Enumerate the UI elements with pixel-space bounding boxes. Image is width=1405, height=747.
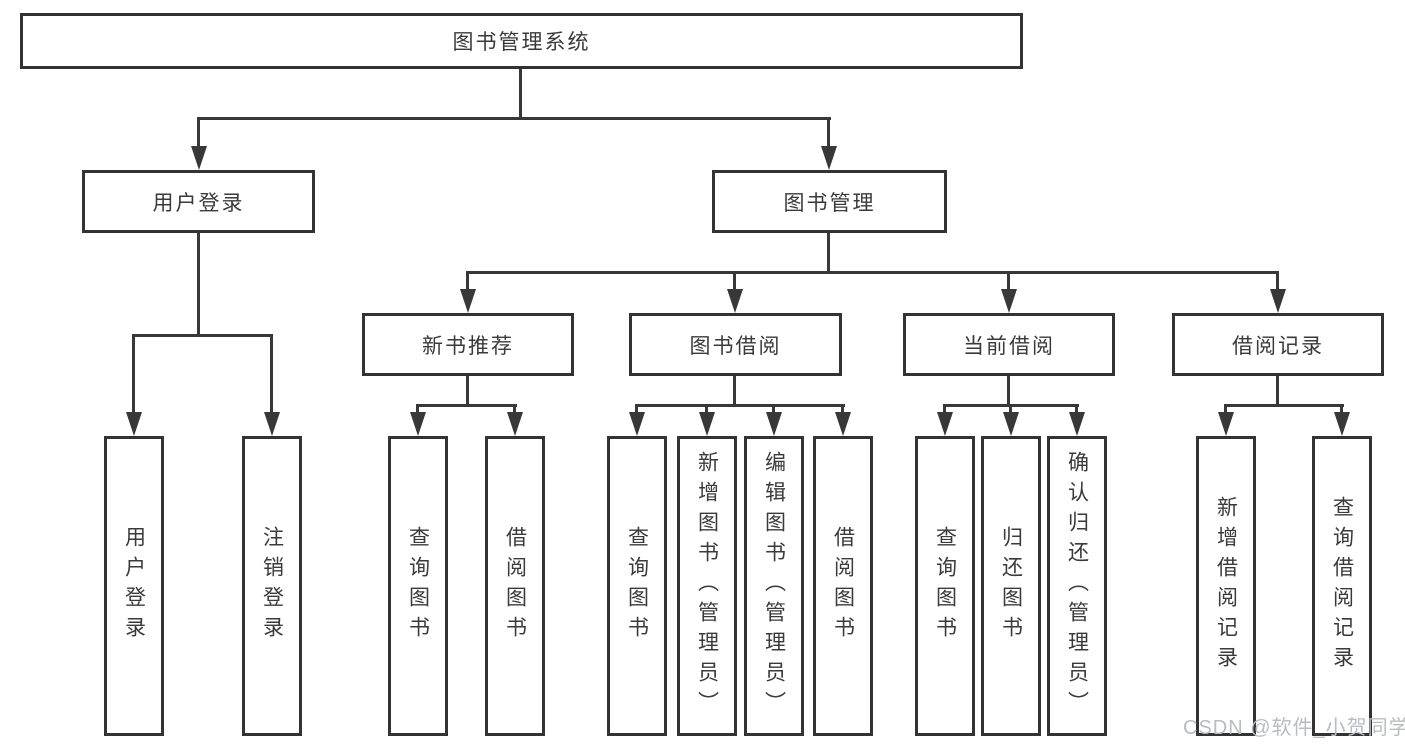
leaf-newbook-borrow-books-label: 借阅图书 xyxy=(503,526,527,646)
arrow-down-icon xyxy=(460,289,476,313)
connector-shaft xyxy=(1224,404,1227,416)
arrow-down-icon xyxy=(1069,412,1085,436)
connector-userlogin-horizontal xyxy=(132,334,273,337)
connector-shaft xyxy=(1340,404,1343,416)
connector-group-horizontal xyxy=(635,404,845,407)
leaf-logout: 注销登录 xyxy=(242,436,302,736)
leaf-borrow-edit-books-admin-label: 编辑图书（管理员） xyxy=(762,451,786,721)
node-borrowing-records-label: 借阅记录 xyxy=(1232,334,1324,358)
leaf-borrow-borrow-books-label: 借阅图书 xyxy=(831,526,855,646)
leaf-current-return-books-label: 归还图书 xyxy=(999,526,1023,646)
leaf-record-query-borrow-record: 查询借阅记录 xyxy=(1312,436,1372,736)
node-library-system: 图书管理系统 xyxy=(20,13,1023,69)
csdn-watermark: CSDN @软件_小贺同学 xyxy=(1183,717,1405,739)
connector-shaft xyxy=(705,404,708,416)
connector-shaft xyxy=(733,271,736,292)
arrow-down-icon xyxy=(126,412,142,436)
arrow-down-icon xyxy=(821,146,837,170)
connector-shaft xyxy=(827,117,830,149)
connector-shaft xyxy=(841,404,844,416)
arrow-down-icon xyxy=(835,412,851,436)
node-book-borrowing-label: 图书借阅 xyxy=(689,334,782,358)
leaf-current-return-books: 归还图书 xyxy=(981,436,1041,736)
connector-shaft xyxy=(513,404,516,416)
connector-userlogin-stub xyxy=(197,230,200,337)
connector-group-horizontal xyxy=(416,404,517,407)
connector-shaft xyxy=(416,404,419,416)
connector-level1-horizontal xyxy=(197,117,831,120)
connector-shaft xyxy=(943,404,946,416)
node-library-system-label: 图书管理系统 xyxy=(452,31,591,54)
connector-shaft xyxy=(1075,404,1078,416)
arrow-down-icon xyxy=(191,146,207,170)
arrow-down-icon xyxy=(1270,289,1286,313)
node-current-borrowing: 当前借阅 xyxy=(903,313,1115,376)
node-new-book-recommend: 新书推荐 xyxy=(362,313,574,376)
node-book-borrowing: 图书借阅 xyxy=(629,313,842,376)
leaf-current-confirm-return-admin-label: 确认归还（管理员） xyxy=(1065,451,1089,721)
node-new-book-recommend-label: 新书推荐 xyxy=(422,334,514,358)
arrow-down-icon xyxy=(699,412,715,436)
connector-shaft xyxy=(466,271,469,292)
arrow-down-icon xyxy=(766,412,782,436)
leaf-record-add-borrow-record-label: 新增借阅记录 xyxy=(1214,496,1238,676)
leaf-newbook-query-books-label: 查询图书 xyxy=(406,526,430,646)
connector-shaft xyxy=(132,334,135,414)
arrow-down-icon xyxy=(629,412,645,436)
leaf-record-query-borrow-record-label: 查询借阅记录 xyxy=(1330,496,1354,676)
connector-shaft xyxy=(270,334,273,414)
leaf-borrow-add-books-admin: 新增图书（管理员） xyxy=(677,436,737,736)
connector-shaft xyxy=(197,117,200,149)
leaf-current-query-books: 查询图书 xyxy=(915,436,975,736)
node-user-login: 用户登录 xyxy=(82,170,315,233)
connector-stub xyxy=(733,374,736,407)
leaf-user-login: 用户登录 xyxy=(104,436,164,736)
connector-bookmgmt-stub xyxy=(827,230,830,274)
arrow-down-icon xyxy=(1003,412,1019,436)
leaf-borrow-query-books: 查询图书 xyxy=(607,436,667,736)
connector-shaft xyxy=(1276,271,1279,292)
leaf-record-add-borrow-record: 新增借阅记录 xyxy=(1196,436,1256,736)
node-book-management: 图书管理 xyxy=(712,170,947,233)
arrow-down-icon xyxy=(1001,289,1017,313)
connector-stub xyxy=(1276,374,1279,407)
leaf-logout-label: 注销登录 xyxy=(260,526,284,646)
connector-shaft xyxy=(1007,271,1010,292)
arrow-down-icon xyxy=(937,412,953,436)
connector-stub xyxy=(1007,374,1010,407)
connector-group-horizontal xyxy=(1224,404,1344,407)
connector-shaft xyxy=(1009,404,1012,416)
connector-root-stub xyxy=(519,69,522,118)
connector-stub xyxy=(466,374,469,407)
leaf-borrow-edit-books-admin: 编辑图书（管理员） xyxy=(744,436,804,736)
arrow-down-icon xyxy=(410,412,426,436)
node-user-login-label: 用户登录 xyxy=(152,191,245,215)
arrow-down-icon xyxy=(507,412,523,436)
leaf-borrow-query-books-label: 查询图书 xyxy=(625,526,649,646)
node-borrowing-records: 借阅记录 xyxy=(1172,313,1384,376)
leaf-current-query-books-label: 查询图书 xyxy=(933,526,957,646)
connector-shaft xyxy=(635,404,638,416)
node-book-management-label: 图书管理 xyxy=(783,191,876,215)
connector-shaft xyxy=(772,404,775,416)
leaf-user-login-label: 用户登录 xyxy=(122,526,146,646)
arrow-down-icon xyxy=(264,412,280,436)
node-current-borrowing-label: 当前借阅 xyxy=(963,334,1055,358)
arrow-down-icon xyxy=(727,289,743,313)
leaf-newbook-borrow-books: 借阅图书 xyxy=(485,436,545,736)
arrow-down-icon xyxy=(1334,412,1350,436)
leaf-current-confirm-return-admin: 确认归还（管理员） xyxy=(1047,436,1107,736)
leaf-newbook-query-books: 查询图书 xyxy=(388,436,448,736)
connector-level3-horizontal xyxy=(466,271,1279,274)
leaf-borrow-borrow-books: 借阅图书 xyxy=(813,436,873,736)
arrow-down-icon xyxy=(1218,412,1234,436)
leaf-borrow-add-books-admin-label: 新增图书（管理员） xyxy=(695,451,719,721)
